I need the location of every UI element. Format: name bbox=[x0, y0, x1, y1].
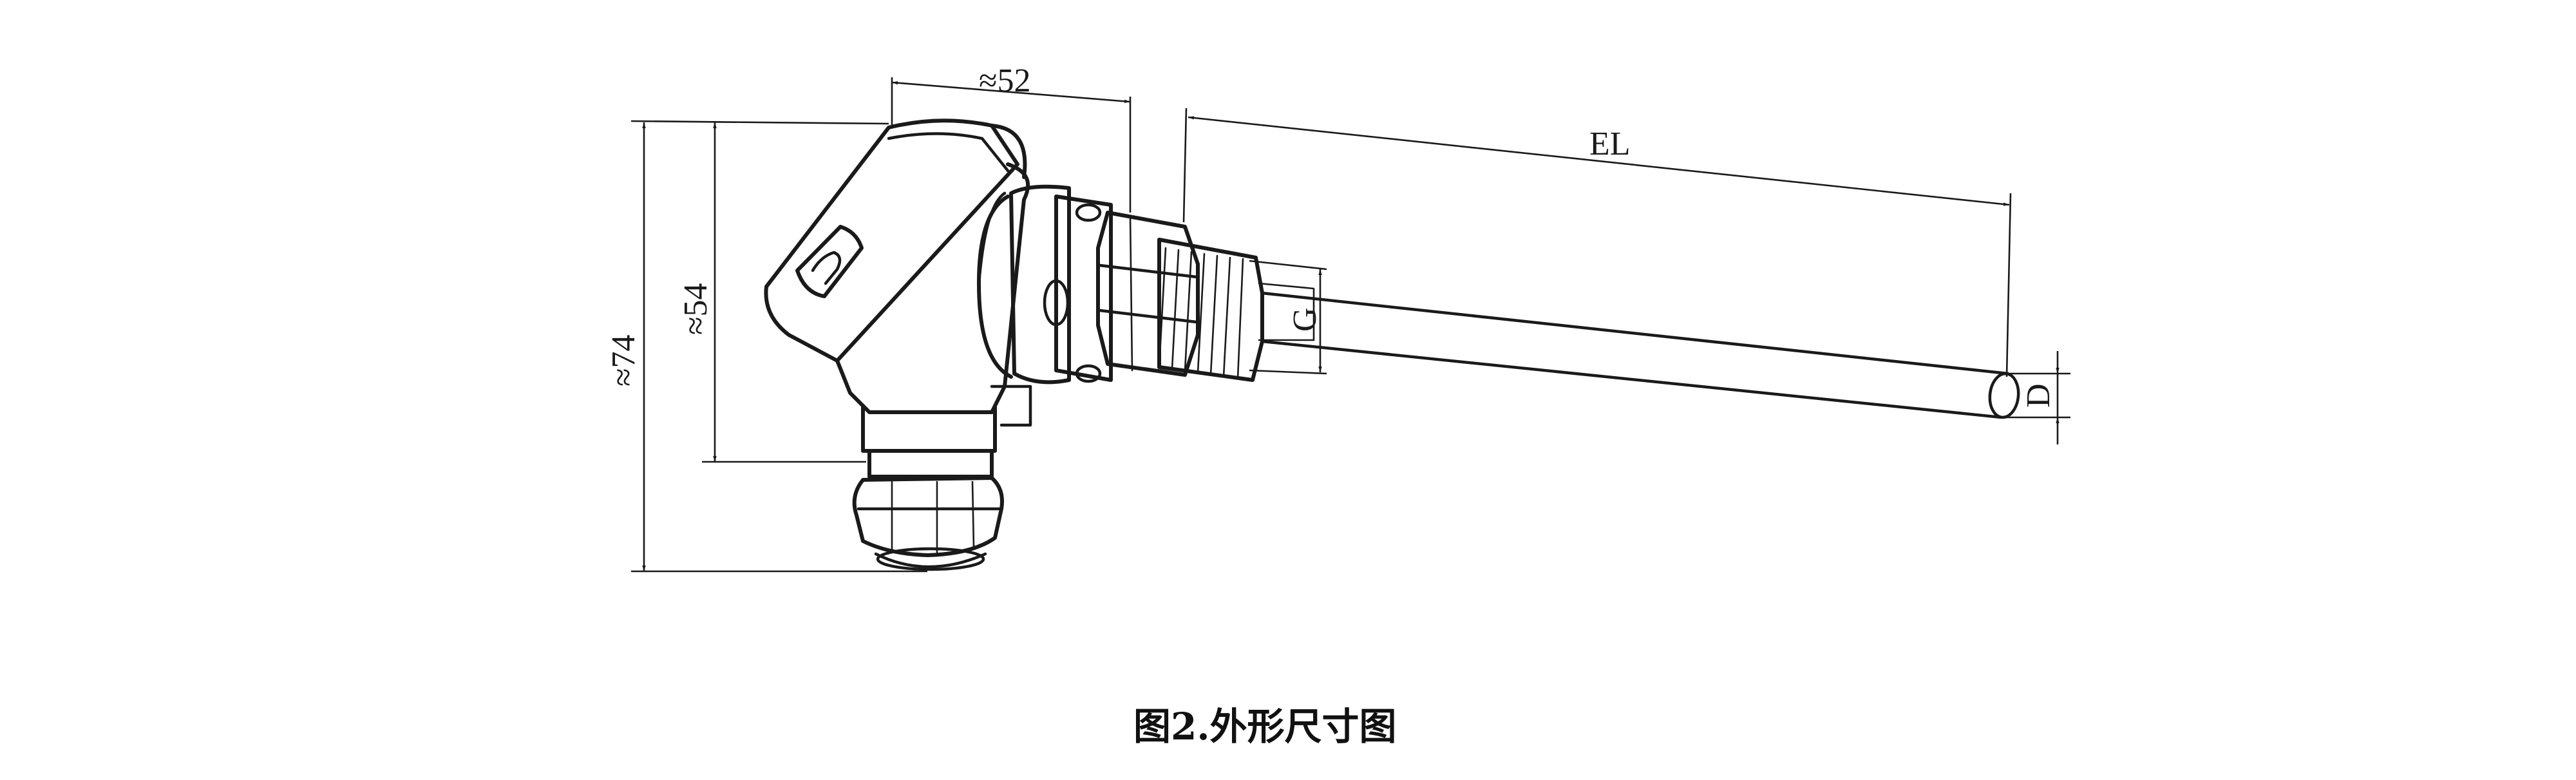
dimension-insertion-length: EL bbox=[1182, 108, 2012, 377]
dimension-label-total-height: ≈74 bbox=[605, 334, 642, 386]
dimension-label-head-height: ≈54 bbox=[677, 283, 714, 335]
dimension-total-height: ≈74 bbox=[605, 120, 927, 573]
dimension-head-width: ≈52 bbox=[891, 62, 1132, 213]
thread-fitting bbox=[1157, 238, 1315, 382]
dimension-label-diameter: D bbox=[2020, 383, 2057, 408]
dimension-thread: G bbox=[1249, 260, 1327, 375]
dimension-label-head-width: ≈52 bbox=[979, 62, 1031, 99]
dimension-label-thread: G bbox=[1287, 307, 1323, 332]
cover-latch-icon bbox=[795, 225, 864, 298]
connection-head bbox=[764, 119, 1032, 427]
cable-gland bbox=[852, 404, 1004, 571]
dimension-diameter: D bbox=[2002, 351, 2070, 444]
dimension-head-height: ≈54 bbox=[677, 122, 866, 463]
neck-ring bbox=[977, 184, 1113, 385]
hex-nut bbox=[1096, 211, 1200, 377]
probe-tube bbox=[1260, 291, 2020, 419]
figure-caption: 图2.外形尺寸图 bbox=[1133, 705, 1397, 748]
dimension-label-insertion-length: EL bbox=[1589, 126, 1631, 162]
